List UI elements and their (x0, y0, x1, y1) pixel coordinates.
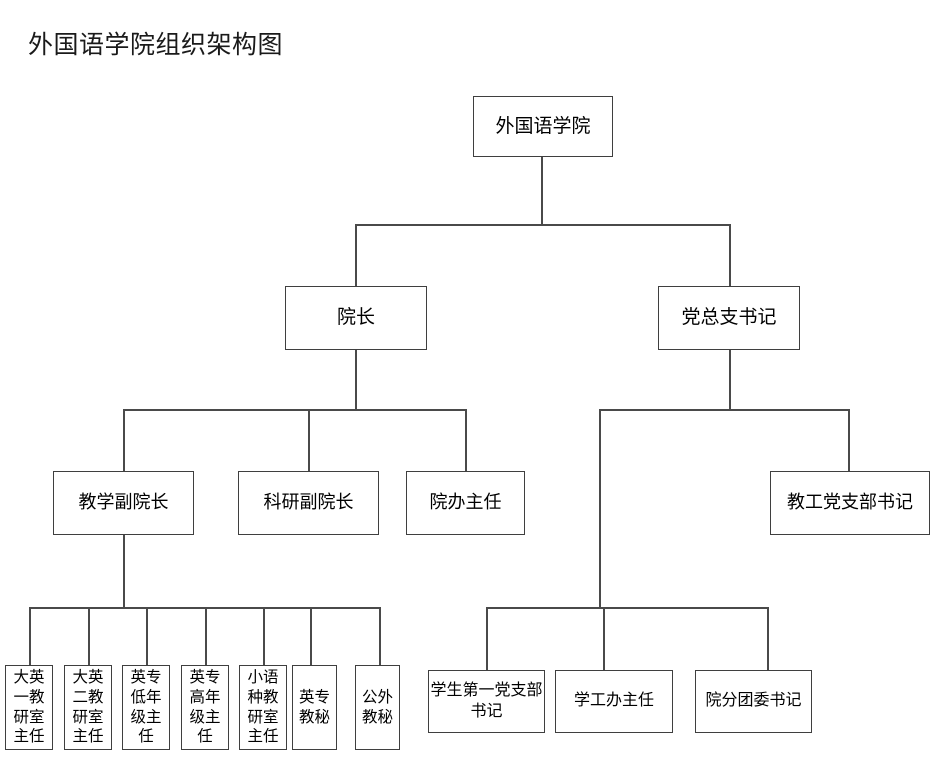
node-teaching-child-1-label: 大英一教研室主任 (13, 668, 45, 746)
connector-teaching-child-5 (263, 607, 265, 665)
node-teaching-child-4-label: 英专高年级主任 (189, 668, 221, 746)
node-root[interactable]: 外国语学院 (473, 96, 613, 157)
node-party-child-1[interactable]: 学生第一党支部书记 (428, 670, 545, 733)
connector-root-bus (355, 224, 730, 226)
connector-party-secretary-to-student-branch-bus (599, 409, 601, 608)
node-dean[interactable]: 院长 (285, 286, 427, 350)
node-vice-dean-research[interactable]: 科研副院长 (238, 471, 379, 535)
connector-teaching-child-7 (379, 607, 381, 665)
connector-teaching-child-1 (29, 607, 31, 665)
node-teaching-child-2-label: 大英二教研室主任 (72, 668, 104, 746)
node-teaching-child-1[interactable]: 大英一教研室主任 (5, 665, 53, 750)
connector-root-stem (541, 157, 543, 225)
connector-party-child-1 (486, 607, 488, 670)
connector-root-to-party-secretary (729, 224, 731, 286)
connector-party-child-3 (767, 607, 769, 670)
node-party-child-2-label: 学工办主任 (573, 692, 654, 710)
node-dean-label: 院长 (336, 307, 375, 329)
node-vice-dean-research-label: 科研副院长 (263, 492, 354, 513)
node-teaching-child-3-label: 英专低年级主任 (130, 668, 162, 746)
node-faculty-party-branch-secretary-label: 教工党支部书记 (787, 492, 913, 513)
node-teaching-child-2[interactable]: 大英二教研室主任 (64, 665, 112, 750)
connector-dean-stem (355, 350, 357, 411)
node-party-secretary[interactable]: 党总支书记 (658, 286, 800, 350)
connector-vice-dean-teaching-bus (29, 607, 380, 609)
connector-dean-to-office-director (465, 409, 467, 471)
connector-teaching-child-4 (205, 607, 207, 665)
node-vice-dean-teaching-label: 教学副院长 (78, 492, 169, 513)
connector-teaching-child-3 (146, 607, 148, 665)
connector-party-secretary-to-faculty-branch (848, 409, 850, 471)
connector-party-secretary-stem (729, 350, 731, 411)
node-faculty-party-branch-secretary[interactable]: 教工党支部书记 (770, 471, 930, 535)
connector-vice-dean-teaching-stem (123, 535, 125, 608)
node-party-child-3[interactable]: 院分团委书记 (695, 670, 812, 733)
node-office-director-label: 院办主任 (429, 492, 502, 513)
connector-party-child-2 (603, 607, 605, 670)
node-teaching-child-5-label: 小语种教研室主任 (247, 668, 279, 746)
node-party-child-1-label: 学生第一党支部书记 (430, 681, 543, 720)
connector-dean-bus (123, 409, 467, 411)
node-party-child-3-label: 院分团委书记 (705, 692, 802, 710)
node-teaching-child-7[interactable]: 公外教秘 (355, 665, 400, 750)
node-teaching-child-3[interactable]: 英专低年级主任 (122, 665, 170, 750)
node-party-child-2[interactable]: 学工办主任 (555, 670, 673, 733)
page-title: 外国语学院组织架构图 (28, 31, 284, 59)
node-teaching-child-6[interactable]: 英专教秘 (292, 665, 337, 750)
connector-dean-to-vice-dean-teaching (123, 409, 125, 471)
node-vice-dean-teaching[interactable]: 教学副院长 (53, 471, 194, 535)
connector-teaching-child-6 (310, 607, 312, 665)
node-party-secretary-label: 党总支书记 (681, 307, 777, 329)
node-office-director[interactable]: 院办主任 (406, 471, 525, 535)
node-teaching-child-4[interactable]: 英专高年级主任 (181, 665, 229, 750)
node-teaching-child-5[interactable]: 小语种教研室主任 (239, 665, 287, 750)
node-teaching-child-7-label: 公外教秘 (361, 688, 393, 726)
connector-party-children-bus (486, 607, 768, 609)
node-teaching-child-6-label: 英专教秘 (298, 688, 330, 726)
connector-dean-to-vice-dean-research (308, 409, 310, 471)
node-root-label: 外国语学院 (495, 115, 591, 137)
connector-teaching-child-2 (88, 607, 90, 665)
connector-root-to-dean (355, 224, 357, 286)
connector-party-secretary-bus (599, 409, 849, 411)
